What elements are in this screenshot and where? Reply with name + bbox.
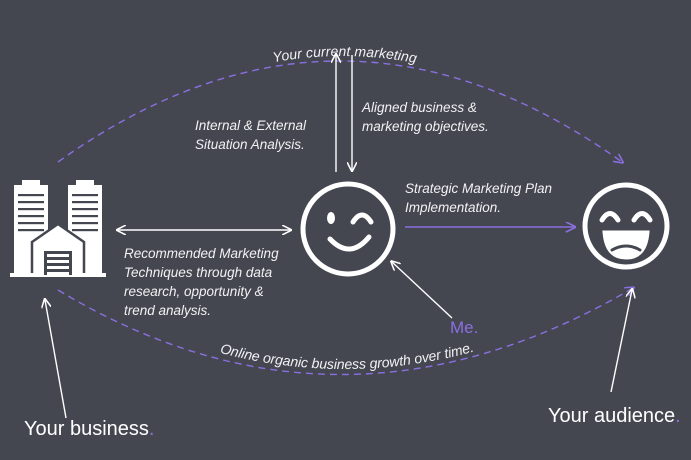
- internal-external-line-2: Situation Analysis.: [195, 137, 305, 152]
- your-audience-dot: .: [675, 405, 681, 427]
- internal-external-label: Internal & External Situation Analysis.: [195, 116, 306, 154]
- office-building-icon: [10, 180, 106, 278]
- your-business-label: Your business.: [24, 418, 154, 441]
- recommended-line-1: Recommended Marketing: [124, 246, 279, 261]
- strategic-line-1: Strategic Marketing Plan: [405, 181, 553, 196]
- me-label: Me.: [450, 318, 479, 337]
- your-audience-text: Your audience: [548, 405, 676, 427]
- recommended-line-2: Techniques through data: [124, 265, 273, 280]
- top-arc-arrow: [57, 60, 622, 162]
- internal-external-line-1: Internal & External: [195, 118, 307, 133]
- me-pointer-arrow: [392, 262, 453, 319]
- audience-pointer-arrow: [610, 290, 632, 393]
- bottom-arc-label: Online organic business growth over time…: [219, 339, 475, 372]
- recommended-line-4: trend analysis.: [124, 303, 212, 318]
- strategic-line-2: Implementation.: [405, 200, 502, 215]
- recommended-techniques-label: Recommended Marketing Techniques through…: [124, 244, 279, 320]
- your-business-text: Your business: [24, 418, 149, 440]
- aligned-objectives-label: Aligned business & marketing objectives.: [362, 98, 489, 136]
- top-arc-label: Your current marketing: [271, 43, 418, 66]
- bottom-arc-arrow: [57, 288, 633, 376]
- winking-face-icon: [300, 181, 396, 277]
- your-audience-label: Your audience.: [548, 405, 681, 428]
- aligned-line-1: Aligned business &: [362, 100, 477, 115]
- recommended-line-3: research, opportunity &: [124, 284, 264, 299]
- aligned-line-2: marketing objectives.: [362, 119, 489, 134]
- strategic-plan-label: Strategic Marketing Plan Implementation.: [405, 179, 552, 217]
- your-business-dot: .: [148, 418, 155, 440]
- laughing-face-icon: [582, 182, 670, 270]
- business-pointer-arrow: [45, 300, 67, 419]
